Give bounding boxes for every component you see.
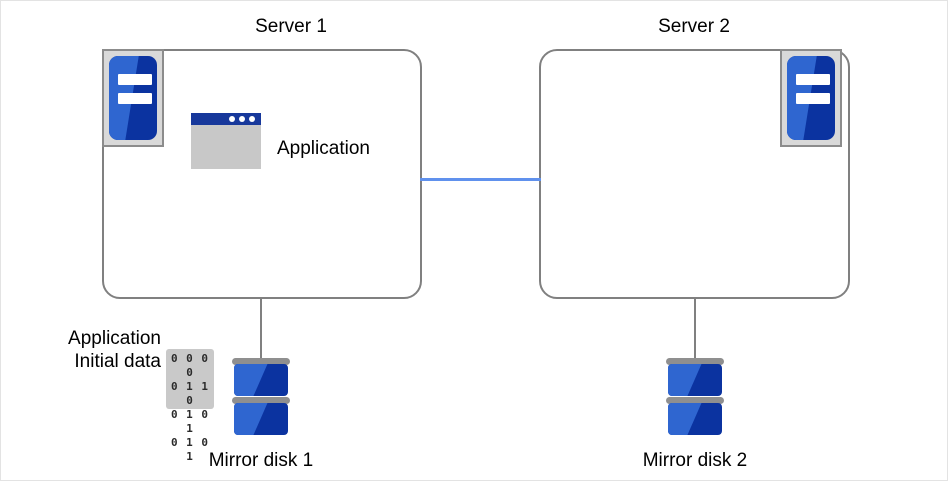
server2-chassis [787, 56, 835, 140]
server2-chassis-bar-top [796, 74, 830, 85]
application-titlebar [191, 113, 261, 125]
server2-to-disk2-connector [694, 298, 696, 358]
disk2-body-upper [668, 364, 722, 396]
server1-to-disk1-connector [260, 298, 262, 358]
disk2-body-lower [668, 403, 722, 435]
server2-chassis-bar-bottom [796, 93, 830, 104]
mirror-disk-icon [232, 358, 290, 435]
initial-data-label-line1: Application [68, 328, 161, 349]
disk1-body-upper [234, 364, 288, 396]
binary-row-1: 0 0 0 0 [170, 352, 210, 379]
initial-data-label-line2: Initial data [74, 351, 161, 372]
disk2-plate-top [666, 358, 724, 365]
binary-data-icon: 0 0 0 0 0 1 1 0 0 1 0 1 0 1 0 1 [166, 349, 214, 463]
server2-title: Server 2 [658, 16, 730, 37]
mirror-disk-icon [666, 358, 724, 435]
disk1-plate-top [232, 358, 290, 365]
titlebar-dot-1 [229, 116, 235, 122]
binary-row-4: 0 1 0 1 [170, 436, 210, 463]
server1-chassis-bar-bottom [118, 93, 152, 104]
disk1-body-lower [234, 403, 288, 435]
server-to-server-interconnect [420, 178, 541, 181]
server1-chassis [109, 56, 157, 140]
mirror-disk-2-label: Mirror disk 2 [642, 450, 748, 471]
disk2-plate-middle [666, 397, 724, 404]
server-machine-icon [102, 49, 164, 147]
disk1-plate-middle [232, 397, 290, 404]
application-label: Application [277, 138, 370, 159]
server1-title: Server 1 [255, 16, 327, 37]
binary-row-2: 0 1 1 0 [170, 380, 210, 407]
mirror-disk-1-label: Mirror disk 1 [208, 450, 314, 471]
application-window-icon [191, 113, 261, 169]
server1-chassis-bar-top [118, 74, 152, 85]
binary-row-3: 0 1 0 1 [170, 408, 210, 435]
titlebar-dot-2 [239, 116, 245, 122]
titlebar-dot-3 [249, 116, 255, 122]
server-machine-icon [780, 49, 842, 147]
